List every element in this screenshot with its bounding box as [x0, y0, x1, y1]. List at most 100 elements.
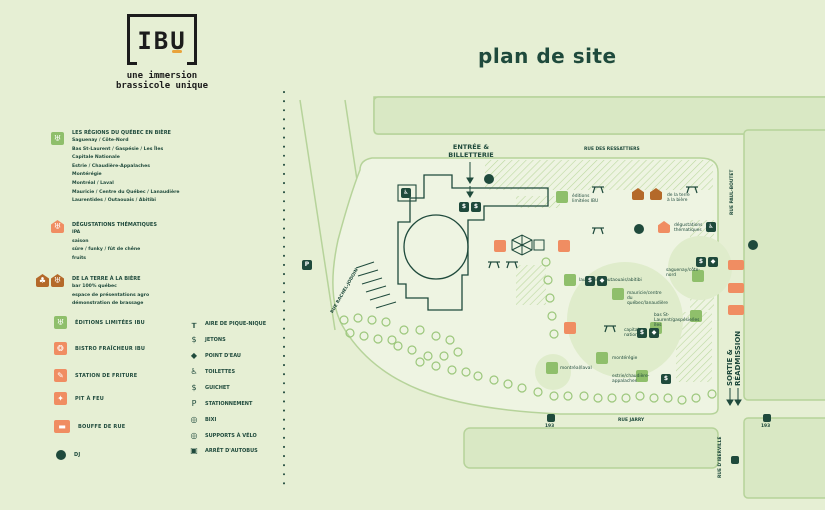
parking-icon: P [302, 260, 312, 270]
legend-service: ◆ POINT D'EAU [188, 351, 241, 360]
exit-label: SORTIE & RÉADMISSION [726, 330, 742, 386]
legend-terroir-item: espace de présentations agro [72, 292, 150, 298]
legend-service: $ GUICHET [188, 383, 230, 392]
legend-zone-label: BOUFFE DE RUE [78, 423, 126, 430]
top-block-shape [373, 96, 825, 135]
atm-icon: $ [471, 202, 481, 212]
legend-service: ╥ AIRE DE PIQUE-NIQUE [188, 319, 267, 328]
legend-service-label: BIXI [205, 416, 217, 423]
hatched-zone-b [516, 265, 546, 305]
legend-region-item: Montérégie [72, 172, 102, 178]
fire-pit-icon [564, 322, 576, 334]
glass-house-icon: ♅ [51, 220, 64, 233]
trees [339, 257, 717, 405]
annex-building [397, 184, 417, 202]
token-icon: $ [191, 335, 197, 344]
food-truck-icon: ▬ [54, 420, 70, 433]
wheat-house-icon: ♣ [36, 274, 49, 287]
bus-number: 193 [761, 424, 771, 429]
food-truck-icon [728, 283, 744, 293]
water-drop-icon: ◆ [708, 257, 718, 267]
legend-service-label: GUICHET [205, 384, 230, 391]
food-truck-icon [728, 305, 744, 315]
region-circle-large [567, 262, 683, 378]
legend-service: ▣ ARRÊT D'AUTOBUS [188, 446, 258, 455]
legend-terroir-item: bar 100% québec [72, 284, 117, 289]
beer-glass-icon [564, 274, 576, 286]
fire-pit-icon: ✦ [54, 392, 67, 405]
entrance-arrows [466, 162, 474, 198]
legend-region-item: Bas St-Laurent / Gaspésie / Les Îles [72, 146, 164, 152]
legend-region-item: Estrie / Chaudière-Appalaches [72, 163, 150, 169]
token-icon: $ [459, 202, 469, 212]
legend-service-label: POINT D'EAU [205, 352, 241, 359]
hatched-zone-top [485, 160, 713, 190]
bus-stops [547, 414, 771, 464]
exit-arrows [726, 388, 742, 406]
bike-rack-icon: ◎ [190, 431, 198, 440]
bike-rack-icon [484, 174, 494, 184]
map-label-thematic: dégustations thématiques [674, 223, 703, 233]
legend-zone: ✦ PIT À FEU [54, 392, 104, 405]
token-icon: $ [637, 328, 647, 338]
bistro-icon [494, 240, 506, 252]
legend-service: P STATIONNEMENT [188, 399, 253, 408]
legend-thematic-item: sûre / funky / fût de chêne [72, 247, 141, 253]
legend-thematic-heading: DÉGUSTATIONS THÉMATIQUES [72, 222, 157, 228]
map-label-laurentides: laurentides/outaouais/abitibi [579, 278, 642, 283]
hatched-zone-a [516, 196, 560, 208]
legend-zone: ❂ BISTRO FRAÎCHEUR IBU [54, 342, 145, 355]
water-drop-icon: ◆ [649, 328, 659, 338]
street-bottom-right: RUE D'IBERVILLE [718, 436, 723, 478]
legend-region-item: Mauricie / Centre du Québec / Lanaudière [72, 189, 180, 195]
bixi-bike-icon: ◎ [190, 415, 198, 424]
food-truck-icon [728, 260, 744, 270]
drumstick-icon: ✎ [54, 369, 67, 382]
street-right: RUE PAUL-BOUTET [730, 169, 735, 215]
glass-house-icon: ♅ [51, 274, 64, 287]
map-label-montreal: montréal/laval [560, 366, 592, 371]
token-icon: $ [696, 257, 706, 267]
legend-service-label: STATIONNEMENT [205, 400, 253, 407]
beer-glass-icon [636, 370, 648, 382]
map-label-saguenay: saguenay/côte-nord [666, 268, 700, 278]
legend-zone-label: PIT À FEU [75, 395, 104, 402]
legend-zone: DJ [56, 450, 80, 460]
beer-glass-icon [692, 270, 704, 282]
parking-icon: P [191, 399, 197, 408]
glass-house-icon [658, 221, 670, 233]
drumstick-icon [558, 240, 570, 252]
legend-service-label: ARRÊT D'AUTOBUS [205, 447, 258, 454]
legend-zone-label: DJ [74, 452, 81, 458]
dj-icon [634, 224, 644, 234]
legend-service: ◎ SUPPORTS À VÉLO [188, 431, 257, 440]
map-label-estrie: estrie/chaudière-appalaches [612, 374, 650, 384]
legend-zone-label: BISTRO FRAÎCHEUR IBU [75, 345, 146, 352]
water-drop-icon: ◆ [190, 351, 198, 360]
street-top: RUE DES RESSATTIERS [584, 147, 640, 152]
legend-zone: ♅ ÉDITIONS LIMITÉES IBU [54, 316, 145, 329]
map-label-terroir: de la terre à la bière [667, 193, 690, 203]
map-label-bas-st-laurent: bas St-Laurent/gaspésie/les îles [654, 313, 700, 328]
bus-number: 193 [545, 424, 555, 429]
bottom-block [463, 427, 719, 469]
logo-smile [172, 50, 182, 53]
legend-zone: ▬ BOUFFE DE RUE [54, 420, 125, 433]
picnic-table-icon: ╥ [191, 319, 197, 328]
dj-icon [56, 450, 66, 460]
map-label-capitale: capitale nationale [624, 328, 645, 338]
beer-glass-icon: ♅ [54, 316, 67, 329]
token-icon: $ [585, 276, 595, 286]
glass-house-icon [650, 188, 662, 200]
legend-zone-label: STATION DE FRITURE [75, 372, 138, 379]
legend-zone-label: ÉDITIONS LIMITÉES IBU [75, 319, 145, 326]
legend-region-item: Capitale Nationale [72, 155, 120, 161]
toilets-icon: ♿ [401, 188, 411, 198]
picnic-tables [488, 186, 698, 333]
legend-service: ◎ BIXI [188, 415, 217, 424]
tagline-line-2: brassicole unique [115, 81, 209, 91]
beer-glass-icon [556, 191, 568, 203]
entrance-label: ENTRÉE & BILLETTERIE [448, 143, 494, 159]
wheat-house-icon [632, 188, 644, 200]
